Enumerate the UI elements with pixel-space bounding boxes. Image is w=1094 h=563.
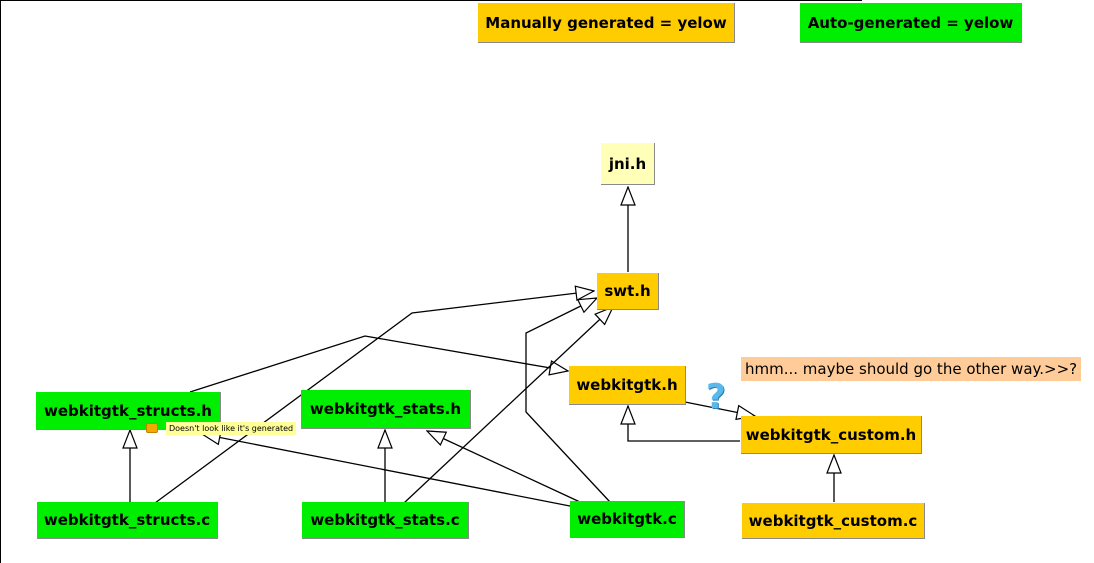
note-icon <box>146 423 158 433</box>
node-webkitgtk-stats-c[interactable]: webkitgtk_stats.c <box>302 502 469 539</box>
canvas-top-border <box>0 0 862 1</box>
node-webkitgtk-custom-h[interactable]: webkitgtk_custom.h <box>741 416 922 454</box>
note-custom-direction[interactable]: hmm... maybe should go the other way.>>? <box>741 357 1082 381</box>
node-webkitgtk-h[interactable]: webkitgtk.h <box>569 366 686 405</box>
node-webkitgtk-c[interactable]: webkitgtk.c <box>570 501 685 538</box>
node-webkitgtk-stats-h[interactable]: webkitgtk_stats.h <box>301 390 471 429</box>
edge-structs-c-to-swt <box>154 291 594 504</box>
question-mark-icon: ? <box>706 377 726 417</box>
note-structs-generated[interactable]: Doesn't look like it's generated <box>166 422 297 435</box>
edge-structs-h-to-webkitgtk-h <box>189 335 568 393</box>
legend-manual[interactable]: Manually generated = yelow <box>478 3 735 43</box>
edge-webkitgtk-c-to-structs-h <box>202 434 576 508</box>
edge-webkitgtk-c-to-stats-h <box>427 431 581 503</box>
node-webkitgtk-structs-c[interactable]: webkitgtk_structs.c <box>37 502 218 539</box>
node-webkitgtk-custom-c[interactable]: webkitgtk_custom.c <box>742 503 925 539</box>
canvas-left-border <box>0 0 1 563</box>
edge-stats-c-to-swt <box>403 307 613 504</box>
edge-webkitgtk-h-to-custom-h <box>684 401 755 416</box>
node-swt-h[interactable]: swt.h <box>597 273 659 310</box>
legend-auto[interactable]: Auto-generated = yelow <box>800 3 1022 43</box>
edge-webkitgtk-c-to-swt <box>525 298 611 503</box>
edge-custom-h-to-webkitgtk-h <box>628 406 740 442</box>
node-jni-h[interactable]: jni.h <box>601 143 655 185</box>
